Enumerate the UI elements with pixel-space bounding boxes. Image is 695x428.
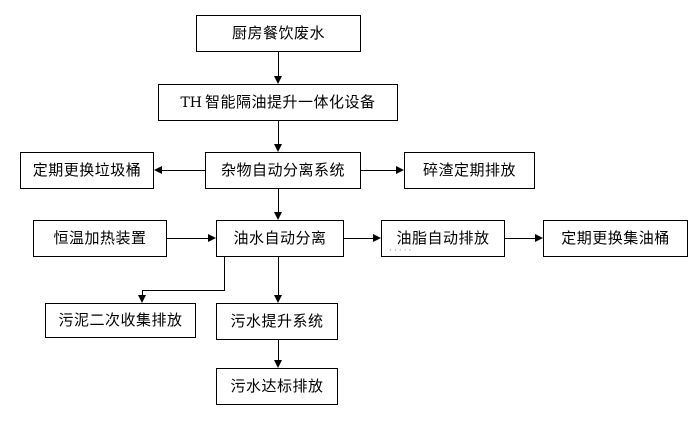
- arrowhead-th-to-debris: [274, 144, 282, 152]
- node-th-oil-separator[interactable]: TH 智能隔油提升一体化设备: [158, 84, 398, 121]
- arrowhead-debris-to-oilwater: [274, 212, 282, 220]
- node-sewage-lift-system[interactable]: 污水提升系统: [216, 303, 338, 340]
- connector-kitchen-to-th: [278, 52, 279, 76]
- connector-oilwater-to-sludge-seg2: [142, 290, 225, 291]
- connector-debris-to-slag: [361, 170, 396, 171]
- node-label: 恒温加热装置: [53, 229, 147, 247]
- node-sludge-secondary-collect[interactable]: 污泥二次收集排放: [45, 303, 196, 338]
- node-label: 污水提升系统: [230, 312, 324, 330]
- arrowhead-sewagelift-to-standard: [274, 360, 282, 368]
- node-label: 定期更换集油桶: [561, 229, 670, 247]
- node-label: 油脂自动排放: [396, 229, 490, 247]
- connector-oilwater-to-sewagelift: [278, 257, 279, 295]
- connector-debris-to-oilwater: [278, 189, 279, 212]
- node-replace-trash-bin[interactable]: 定期更换垃圾桶: [20, 152, 154, 189]
- node-label-prefix: TH: [180, 94, 203, 111]
- node-label: 污水达标排放: [230, 377, 324, 395]
- connector-debris-to-trashbin: [162, 170, 205, 171]
- connector-th-to-debris: [278, 121, 279, 144]
- connector-oilwater-to-sludge-seg1: [224, 257, 225, 290]
- connector-oilwater-to-grease: [344, 238, 373, 239]
- arrowhead-oilwater-to-sewagelift: [274, 295, 282, 303]
- arrowhead-debris-to-trashbin: [154, 166, 162, 174]
- node-debris-auto-separation[interactable]: 杂物自动分离系统: [205, 152, 361, 189]
- node-slag-scheduled-discharge[interactable]: 碎渣定期排放: [404, 152, 535, 189]
- arrowhead-oilwater-to-grease: [373, 234, 381, 242]
- node-label: 定期更换垃圾桶: [32, 161, 142, 179]
- node-label: 油水自动分离: [233, 229, 327, 247]
- connector-grease-to-oildrum: [505, 238, 535, 239]
- connector-sewagelift-to-standard: [278, 340, 279, 360]
- node-sewage-standard-discharge[interactable]: 污水达标排放: [216, 368, 338, 405]
- node-label: 污泥二次收集排放: [58, 311, 183, 329]
- node-constant-temp-heater[interactable]: 恒温加热装置: [33, 220, 167, 257]
- arrowhead-kitchen-to-th: [274, 76, 282, 84]
- arrowhead-heater-to-oilwater: [208, 234, 216, 242]
- node-label: 智能隔油提升一体化设备: [205, 93, 376, 111]
- arrowhead-grease-to-oildrum: [535, 234, 543, 242]
- node-label: 碎渣定期排放: [422, 161, 516, 179]
- arrowhead-oilwater-to-sludge: [138, 295, 146, 303]
- node-grease-auto-discharge[interactable]: 油脂自动排放: [381, 220, 505, 257]
- node-label: 厨房餐饮废水: [231, 24, 325, 42]
- node-replace-oil-drum[interactable]: 定期更换集油桶: [543, 220, 688, 257]
- connector-heater-to-oilwater: [167, 238, 208, 239]
- node-label: 杂物自动分离系统: [220, 161, 345, 179]
- arrowhead-debris-to-slag: [396, 166, 404, 174]
- connector-oilwater-to-sludge-seg3: [142, 290, 143, 295]
- node-kitchen-wastewater[interactable]: 厨房餐饮废水: [196, 15, 361, 52]
- node-oil-water-separation[interactable]: 油水自动分离: [216, 220, 344, 257]
- grease-box-speckle-artifact: ·····: [389, 246, 414, 256]
